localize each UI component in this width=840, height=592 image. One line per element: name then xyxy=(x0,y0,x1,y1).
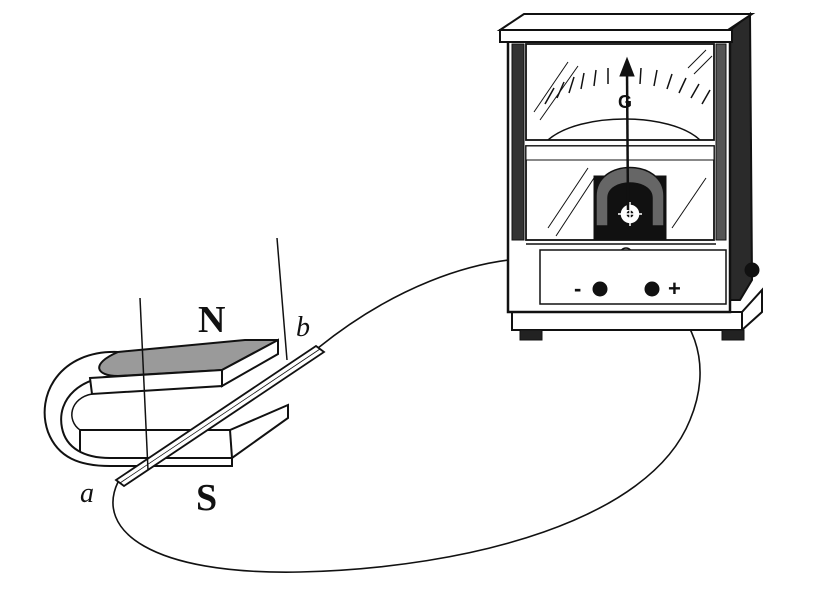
dial-window xyxy=(525,43,715,141)
horseshoe-magnet xyxy=(43,338,289,467)
conducting-rod xyxy=(114,344,326,488)
needle-arrow-head xyxy=(619,56,635,77)
galvanometer-side xyxy=(727,11,754,301)
dial-scale-ticks xyxy=(544,67,711,105)
plus-terminal-label: + xyxy=(668,276,681,301)
guide-lines xyxy=(139,237,288,471)
side-knob xyxy=(744,262,760,278)
right-guide-line xyxy=(276,237,288,361)
minus-terminal xyxy=(592,281,608,297)
dial-scale-arc xyxy=(547,118,701,141)
galvanometer-foot-left xyxy=(519,329,543,341)
south-pole-label: S xyxy=(196,477,217,519)
magnet-south-arm xyxy=(79,403,289,459)
terminal-panel xyxy=(539,249,727,305)
rod-end-a-label: a xyxy=(80,478,94,509)
galvanometer-needle xyxy=(625,69,630,211)
galvanometer-top-cap xyxy=(496,13,756,31)
mechanism-magnet xyxy=(595,166,665,227)
galvanometer-foot-right xyxy=(721,329,745,341)
dial-glass-glare xyxy=(533,49,713,121)
minus-terminal-label: - xyxy=(574,276,581,301)
galvanometer-symbol: G xyxy=(618,92,632,112)
wire-to-plus-terminal xyxy=(112,289,701,573)
rod-end-b-label: b xyxy=(296,312,310,343)
left-guide-line xyxy=(139,297,149,471)
galvanometer: G - + xyxy=(496,11,763,341)
north-pole-label: N xyxy=(198,299,225,341)
plus-terminal xyxy=(644,281,660,297)
